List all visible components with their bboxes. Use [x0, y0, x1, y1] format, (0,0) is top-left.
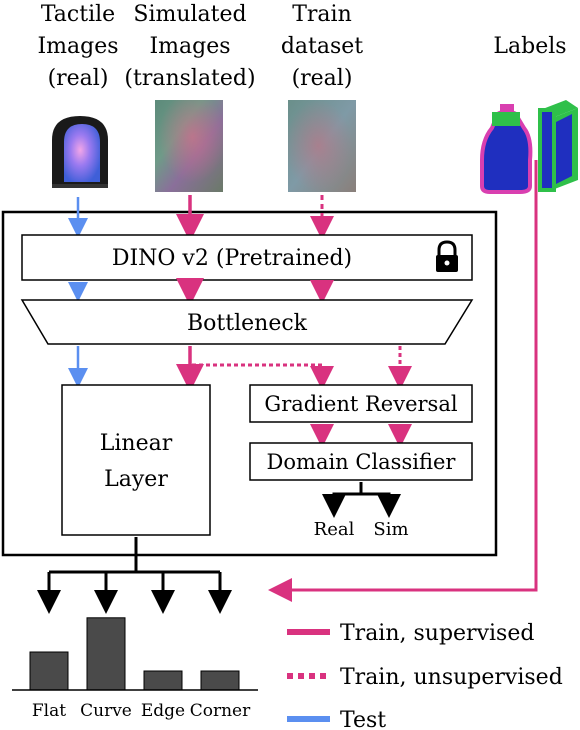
dino-label: DINO v2 (Pretrained)	[112, 246, 352, 271]
bar-curve	[86, 617, 126, 691]
legend: Train, supervised Train, unsupervised Te…	[287, 621, 563, 730]
svg-text:Images: Images	[37, 34, 118, 59]
legend-label-unsupervised: Train, unsupervised	[340, 665, 563, 690]
box-label-icon	[538, 100, 578, 192]
gradient-reversal-label: Gradient Reversal	[264, 392, 457, 416]
svg-text:(real): (real)	[48, 66, 109, 91]
output-tree	[37, 537, 232, 614]
bar-corner	[200, 670, 240, 691]
input-label-labels: Labels	[493, 34, 566, 59]
domain-arrow-real	[322, 482, 363, 518]
input-label-simulated: Simulated Images (translated)	[124, 2, 255, 91]
legend-label-test: Test	[340, 708, 386, 730]
bottleneck-block	[20, 299, 474, 345]
svg-text:Simulated: Simulated	[133, 2, 246, 27]
svg-text:Tactile: Tactile	[41, 2, 115, 27]
linear-layer-block	[61, 384, 211, 536]
dino-block	[21, 234, 473, 281]
domain-classifier-label: Domain Classifier	[267, 450, 457, 474]
svg-text:Images: Images	[149, 34, 230, 59]
labels-supervised-arrow	[268, 160, 538, 602]
bar-flat	[29, 651, 69, 691]
train-image	[288, 100, 356, 192]
svg-text:Train: Train	[292, 2, 352, 27]
tactile-sensor-icon	[52, 116, 108, 188]
domain-arrow-sim	[361, 492, 401, 518]
legend-label-supervised: Train, supervised	[340, 621, 534, 646]
lock-icon	[436, 240, 458, 272]
svg-text:(real): (real)	[292, 66, 353, 91]
simulated-image	[155, 100, 223, 192]
linear-layer-label-line1: Linear	[100, 431, 173, 456]
bar-edge	[143, 670, 183, 691]
input-label-tactile: Tactile Images (real)	[37, 2, 118, 91]
model-frame	[1, 210, 498, 557]
category-label-flat: Flat	[32, 701, 66, 721]
bottle-label-icon	[480, 104, 533, 194]
category-label-curve: Curve	[80, 701, 132, 721]
domain-output-sim: Sim	[373, 519, 408, 540]
linear-layer-label-line2: Layer	[104, 467, 168, 492]
category-label-corner: Corner	[190, 701, 251, 721]
svg-text:dataset: dataset	[281, 34, 363, 59]
category-label-edge: Edge	[141, 701, 185, 721]
input-label-train: Train dataset (real)	[281, 2, 363, 91]
unsupervised-branch-arrow-sim	[192, 363, 334, 390]
gradient-reversal-block	[249, 384, 473, 423]
domain-output-real: Real	[314, 519, 355, 540]
bottleneck-label: Bottleneck	[187, 311, 308, 336]
svg-text:(translated): (translated)	[124, 66, 255, 91]
domain-classifier-block	[249, 442, 473, 481]
output-bar-chart	[29, 617, 240, 691]
